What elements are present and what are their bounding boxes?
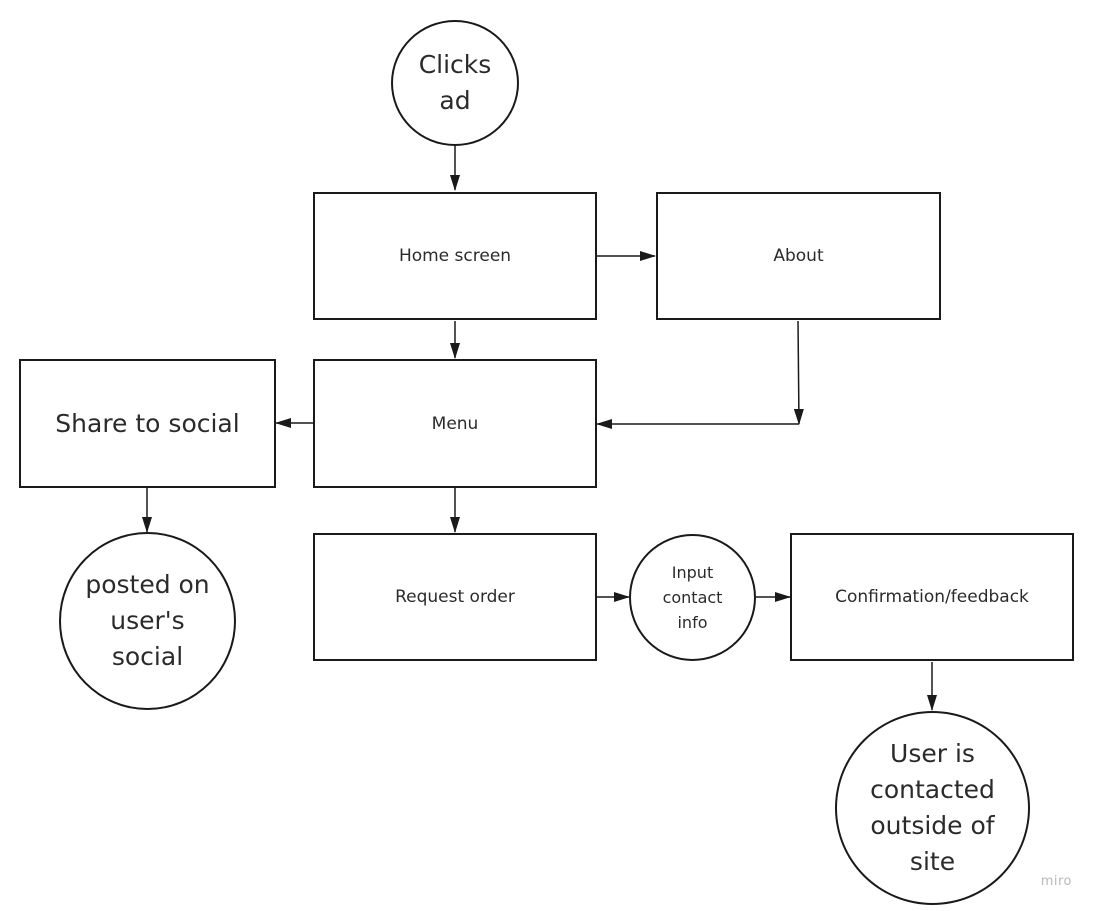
user-contacted-label: User is contacted outside of site xyxy=(870,739,995,876)
request-order-label: Request order xyxy=(395,587,515,607)
request-order-node[interactable]: Request order xyxy=(313,533,597,661)
menu-label: Menu xyxy=(431,413,479,434)
posted-on-social-label: posted on user's social xyxy=(85,570,210,671)
menu-node[interactable]: Menu xyxy=(313,359,597,488)
input-contact-info-label: Input contact info xyxy=(662,563,723,632)
input-contact-info-node[interactable]: Input contact info xyxy=(629,534,756,661)
edge-about-down xyxy=(793,320,804,425)
user-contacted-node[interactable]: User is contacted outside of site xyxy=(835,711,1030,905)
share-to-social-label: Share to social xyxy=(55,408,240,438)
confirmation-feedback-label: Confirmation/feedback xyxy=(835,587,1029,607)
clicks-ad-label: Clicks ad xyxy=(418,50,492,115)
about-node[interactable]: About xyxy=(656,192,941,320)
posted-on-social-node[interactable]: posted on user's social xyxy=(59,532,236,710)
home-screen-node[interactable]: Home screen xyxy=(313,192,597,320)
about-label: About xyxy=(773,246,824,266)
miro-watermark: miro xyxy=(1040,874,1072,889)
share-to-social-node[interactable]: Share to social xyxy=(19,359,276,488)
clicks-ad-node[interactable]: Clicks ad xyxy=(391,20,519,146)
confirmation-feedback-node[interactable]: Confirmation/feedback xyxy=(790,533,1074,661)
home-screen-label: Home screen xyxy=(398,246,512,266)
